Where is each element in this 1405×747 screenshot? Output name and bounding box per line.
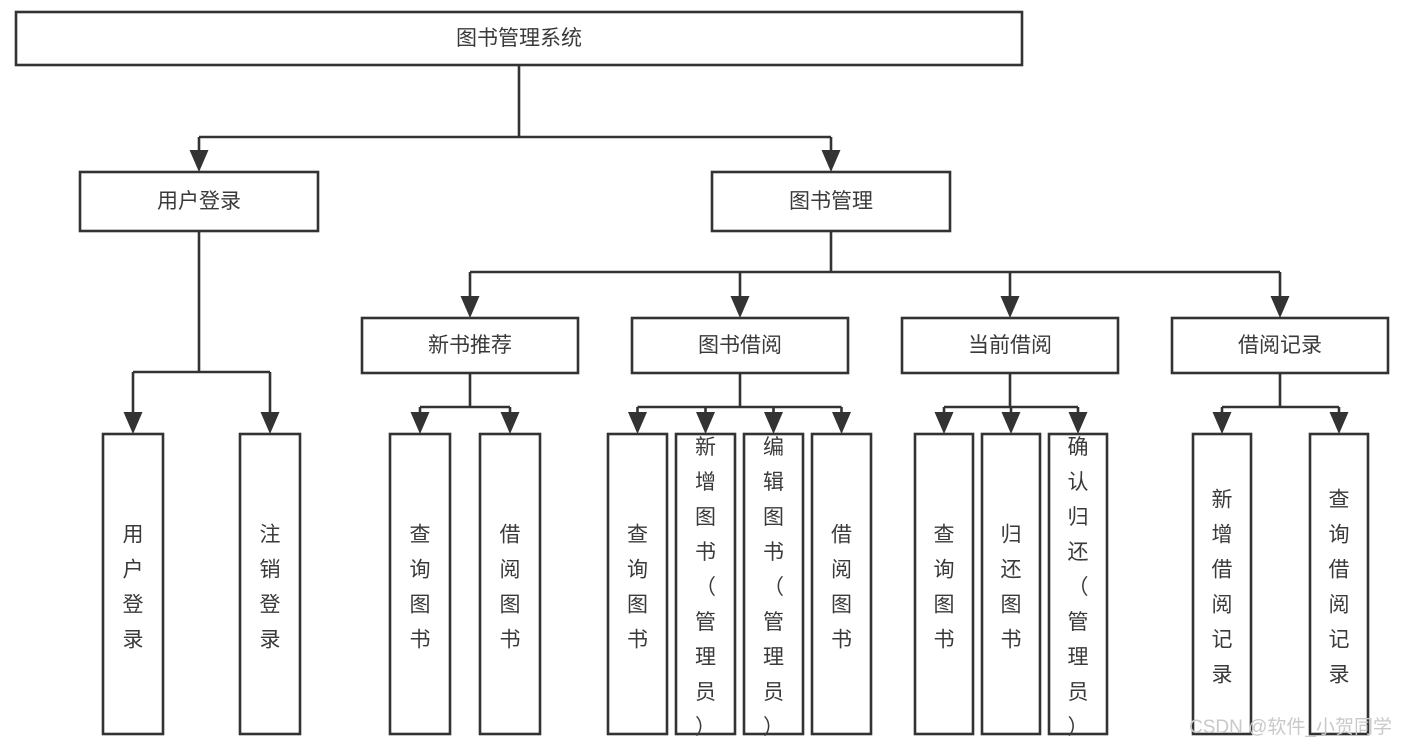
node-label-root: 图书管理系统 bbox=[456, 27, 582, 50]
node-label-borrow-record: 借阅记录 bbox=[1238, 334, 1322, 357]
node-label-new-book-rec: 新书推荐 bbox=[428, 334, 512, 357]
csdn-watermark: CSDN @软件_小贺同学 bbox=[1189, 716, 1392, 738]
connector-group-book-manage bbox=[460, 231, 1290, 318]
node-label-leaf-query-book-borrow: 查询图书 bbox=[627, 523, 648, 651]
connector-group-current-borrow bbox=[934, 373, 1088, 434]
arrow-head-icon bbox=[1270, 296, 1290, 318]
node-leaf-confirm-return[interactable]: 确认归还（管理员） bbox=[1047, 432, 1109, 739]
node-borrow-record[interactable]: 借阅记录 bbox=[1170, 316, 1390, 375]
node-label-leaf-query-record: 查询借阅记录 bbox=[1329, 488, 1350, 686]
arrow-head-icon bbox=[1329, 412, 1349, 434]
arrow-head-icon bbox=[821, 150, 841, 172]
arrow-head-icon bbox=[832, 412, 851, 434]
node-box-leaf-borrow-book[interactable] bbox=[810, 432, 873, 736]
connector-group-new-book-rec bbox=[410, 373, 520, 434]
node-box-leaf-query-book-rec[interactable] bbox=[388, 432, 452, 736]
node-root[interactable]: 图书管理系统 bbox=[14, 10, 1024, 67]
arrow-head-icon bbox=[410, 412, 430, 434]
arrow-head-icon bbox=[730, 296, 750, 318]
arrow-head-icon bbox=[1001, 412, 1021, 434]
node-label-user-login: 用户登录 bbox=[157, 190, 241, 213]
node-box-user-login[interactable] bbox=[78, 170, 320, 233]
node-label-current-borrow: 当前借阅 bbox=[968, 334, 1052, 357]
node-box-leaf-logout[interactable] bbox=[238, 432, 302, 736]
arrow-head-icon bbox=[934, 412, 954, 434]
node-leaf-add-record[interactable]: 新增借阅记录 bbox=[1191, 432, 1253, 736]
node-label-leaf-return-book: 归还图书 bbox=[1001, 523, 1022, 651]
arrow-head-icon bbox=[1000, 296, 1020, 318]
node-box-new-book-rec[interactable] bbox=[360, 316, 580, 375]
node-box-leaf-query-book-cur[interactable] bbox=[913, 432, 975, 736]
arrow-head-icon bbox=[696, 412, 715, 434]
connector-group-borrow-record bbox=[1212, 373, 1349, 434]
arrow-head-icon bbox=[1212, 412, 1232, 434]
node-book-borrow[interactable]: 图书借阅 bbox=[630, 316, 850, 375]
node-leaf-return-book[interactable]: 归还图书 bbox=[980, 432, 1042, 736]
node-box-leaf-borrow-book-rec[interactable] bbox=[478, 432, 542, 736]
node-label-book-borrow: 图书借阅 bbox=[698, 334, 782, 357]
node-label-leaf-query-book-cur: 查询图书 bbox=[934, 523, 955, 651]
arrow-head-icon bbox=[123, 412, 143, 434]
node-book-manage[interactable]: 图书管理 bbox=[710, 170, 952, 233]
node-leaf-query-book-cur[interactable]: 查询图书 bbox=[913, 432, 975, 736]
node-label-leaf-confirm-return: 确认归还（管理员） bbox=[1068, 436, 1089, 739]
node-label-leaf-user-login: 用户登录 bbox=[123, 523, 144, 651]
node-box-book-manage[interactable] bbox=[710, 170, 952, 233]
node-box-leaf-add-record[interactable] bbox=[1191, 432, 1253, 736]
node-current-borrow[interactable]: 当前借阅 bbox=[900, 316, 1120, 375]
node-leaf-query-record[interactable]: 查询借阅记录 bbox=[1308, 432, 1370, 736]
node-label-leaf-add-record: 新增借阅记录 bbox=[1212, 488, 1233, 686]
node-box-leaf-add-book[interactable] bbox=[674, 432, 737, 736]
node-leaf-user-login[interactable]: 用户登录 bbox=[101, 432, 165, 736]
node-layer: 图书管理系统用户登录图书管理新书推荐图书借阅当前借阅借阅记录用户登录注销登录查询… bbox=[14, 10, 1390, 739]
node-label-book-manage: 图书管理 bbox=[789, 190, 873, 213]
connector-group-book-borrow bbox=[628, 373, 851, 434]
connector-layer bbox=[123, 65, 1349, 434]
arrow-head-icon bbox=[189, 150, 209, 172]
node-label-leaf-borrow-book-rec: 借阅图书 bbox=[500, 523, 521, 651]
node-leaf-borrow-book[interactable]: 借阅图书 bbox=[810, 432, 873, 736]
arrow-head-icon bbox=[628, 412, 647, 434]
node-box-leaf-query-book-borrow[interactable] bbox=[606, 432, 669, 736]
node-label-leaf-edit-book: 编辑图书（管理员） bbox=[763, 436, 784, 739]
arrow-head-icon bbox=[1068, 412, 1088, 434]
arrow-head-icon bbox=[460, 296, 480, 318]
node-leaf-query-book-borrow[interactable]: 查询图书 bbox=[606, 432, 669, 736]
connector-group-user-login bbox=[123, 231, 280, 434]
node-box-leaf-return-book[interactable] bbox=[980, 432, 1042, 736]
node-box-book-borrow[interactable] bbox=[630, 316, 850, 375]
node-box-borrow-record[interactable] bbox=[1170, 316, 1390, 375]
node-label-leaf-logout: 注销登录 bbox=[260, 523, 281, 651]
node-new-book-rec[interactable]: 新书推荐 bbox=[360, 316, 580, 375]
node-leaf-query-book-rec[interactable]: 查询图书 bbox=[388, 432, 452, 736]
connector-group-root bbox=[189, 65, 841, 172]
node-label-leaf-add-book: 新增图书（管理员） bbox=[695, 436, 716, 739]
node-leaf-logout[interactable]: 注销登录 bbox=[238, 432, 302, 736]
node-leaf-add-book[interactable]: 新增图书（管理员） bbox=[674, 432, 737, 739]
arrow-head-icon bbox=[260, 412, 280, 434]
arrow-head-icon bbox=[500, 412, 520, 434]
node-box-current-borrow[interactable] bbox=[900, 316, 1120, 375]
node-leaf-edit-book[interactable]: 编辑图书（管理员） bbox=[742, 432, 805, 739]
node-user-login[interactable]: 用户登录 bbox=[78, 170, 320, 233]
node-leaf-borrow-book-rec[interactable]: 借阅图书 bbox=[478, 432, 542, 736]
node-box-leaf-edit-book[interactable] bbox=[742, 432, 805, 736]
node-box-root[interactable] bbox=[14, 10, 1024, 67]
node-label-leaf-borrow-book: 借阅图书 bbox=[831, 523, 852, 651]
arrow-head-icon bbox=[764, 412, 783, 434]
node-box-leaf-confirm-return[interactable] bbox=[1047, 432, 1109, 736]
node-box-leaf-user-login[interactable] bbox=[101, 432, 165, 736]
node-box-leaf-query-record[interactable] bbox=[1308, 432, 1370, 736]
node-label-leaf-query-book-rec: 查询图书 bbox=[410, 523, 431, 651]
